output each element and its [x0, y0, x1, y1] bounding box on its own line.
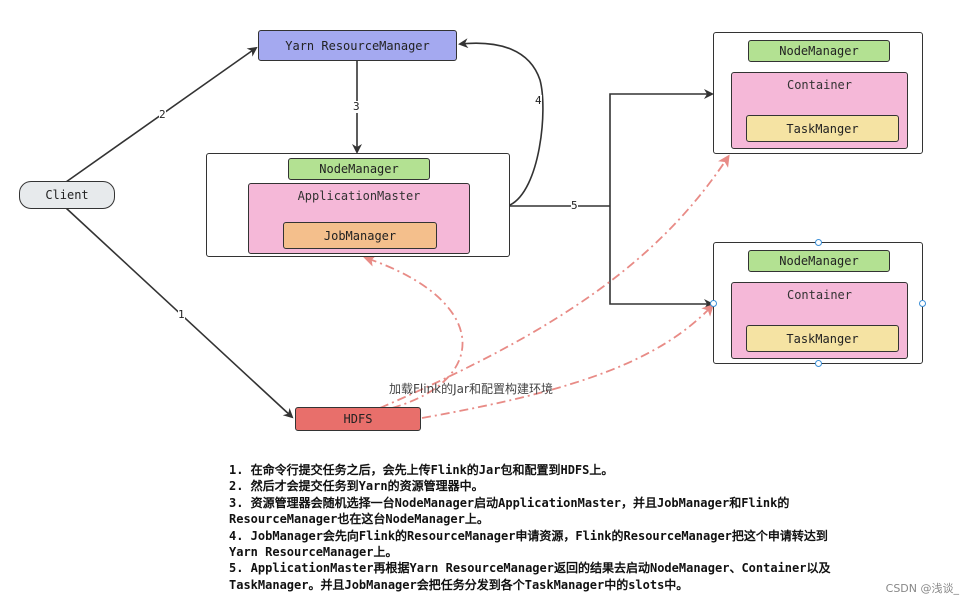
selection-handle-bottom[interactable] — [815, 360, 822, 367]
worker-top-nodemanager-label: NodeManager — [748, 40, 890, 62]
worker-top-container-title: Container — [786, 78, 853, 92]
selection-handle-right[interactable] — [919, 300, 926, 307]
edge-5-label: 5 — [571, 199, 578, 212]
center-nodemanager-frame: NodeManager ApplicationMaster JobManager — [206, 153, 510, 257]
worker-bottom-taskmanager-node: TaskManger — [746, 325, 899, 352]
step-line: TaskManager。并且JobManager会把任务分发到各个TaskMan… — [229, 577, 689, 592]
edge-2-label: 2 — [159, 108, 166, 121]
step-line: 4. JobManager会先向Flink的ResourceManager申请资… — [229, 528, 828, 543]
edge-5-branch-top — [609, 89, 714, 206]
dashed-arrow-to-container-bottom — [421, 303, 715, 419]
center-nodemanager-label: NodeManager — [288, 158, 430, 180]
application-master-title: ApplicationMaster — [297, 189, 421, 203]
yarn-resourcemanager-node: Yarn ResourceManager — [258, 30, 457, 61]
dashed-arrow-to-jobmanager — [363, 255, 464, 409]
selection-handle-left[interactable] — [710, 300, 717, 307]
client-node: Client — [19, 181, 115, 209]
worker-bottom-container: Container TaskManger — [731, 282, 908, 359]
worker-top-container: Container TaskManger — [731, 72, 908, 149]
load-environment-annotation: 加载Flink的Jar和配置构建环境 — [389, 382, 553, 396]
application-master-container: ApplicationMaster JobManager — [248, 183, 470, 254]
dashed-arrow-to-container-top — [379, 154, 730, 409]
step-line: ResourceManager也在这台NodeManager上。 — [229, 512, 489, 527]
worker-bottom-frame[interactable]: NodeManager Container TaskManger — [713, 242, 923, 364]
steps-description: 1. 在命令行提交任务之后，会先上传Flink的Jar包和配置到HDFS上。 2… — [229, 462, 929, 593]
step-line: 2. 然后才会提交任务到Yarn的资源管理器中。 — [229, 479, 484, 494]
worker-top-taskmanager-node: TaskManger — [746, 115, 899, 142]
step-line: 1. 在命令行提交任务之后，会先上传Flink的Jar包和配置到HDFS上。 — [229, 463, 614, 477]
edge-3-label: 3 — [353, 100, 360, 113]
watermark: CSDN @浅谈_ — [885, 582, 959, 595]
step-line: 5. ApplicationMaster再根据Yarn ResourceMana… — [229, 561, 831, 576]
edge-4-label: 4 — [535, 94, 542, 107]
worker-bottom-nodemanager-label: NodeManager — [748, 250, 890, 272]
edge-5-branch-bottom — [609, 206, 714, 309]
hdfs-node: HDFS — [295, 407, 421, 431]
selection-handle-top[interactable] — [815, 239, 822, 246]
worker-top-frame: NodeManager Container TaskManger — [713, 32, 923, 154]
step-line: Yarn ResourceManager上。 — [229, 545, 398, 560]
worker-bottom-container-title: Container — [786, 288, 853, 302]
edge-1-label: 1 — [178, 308, 185, 321]
edge-4-line — [458, 38, 544, 206]
jobmanager-node: JobManager — [283, 222, 437, 249]
step-line: 3. 资源管理器会随机选择一台NodeManager启动ApplicationM… — [229, 495, 790, 510]
